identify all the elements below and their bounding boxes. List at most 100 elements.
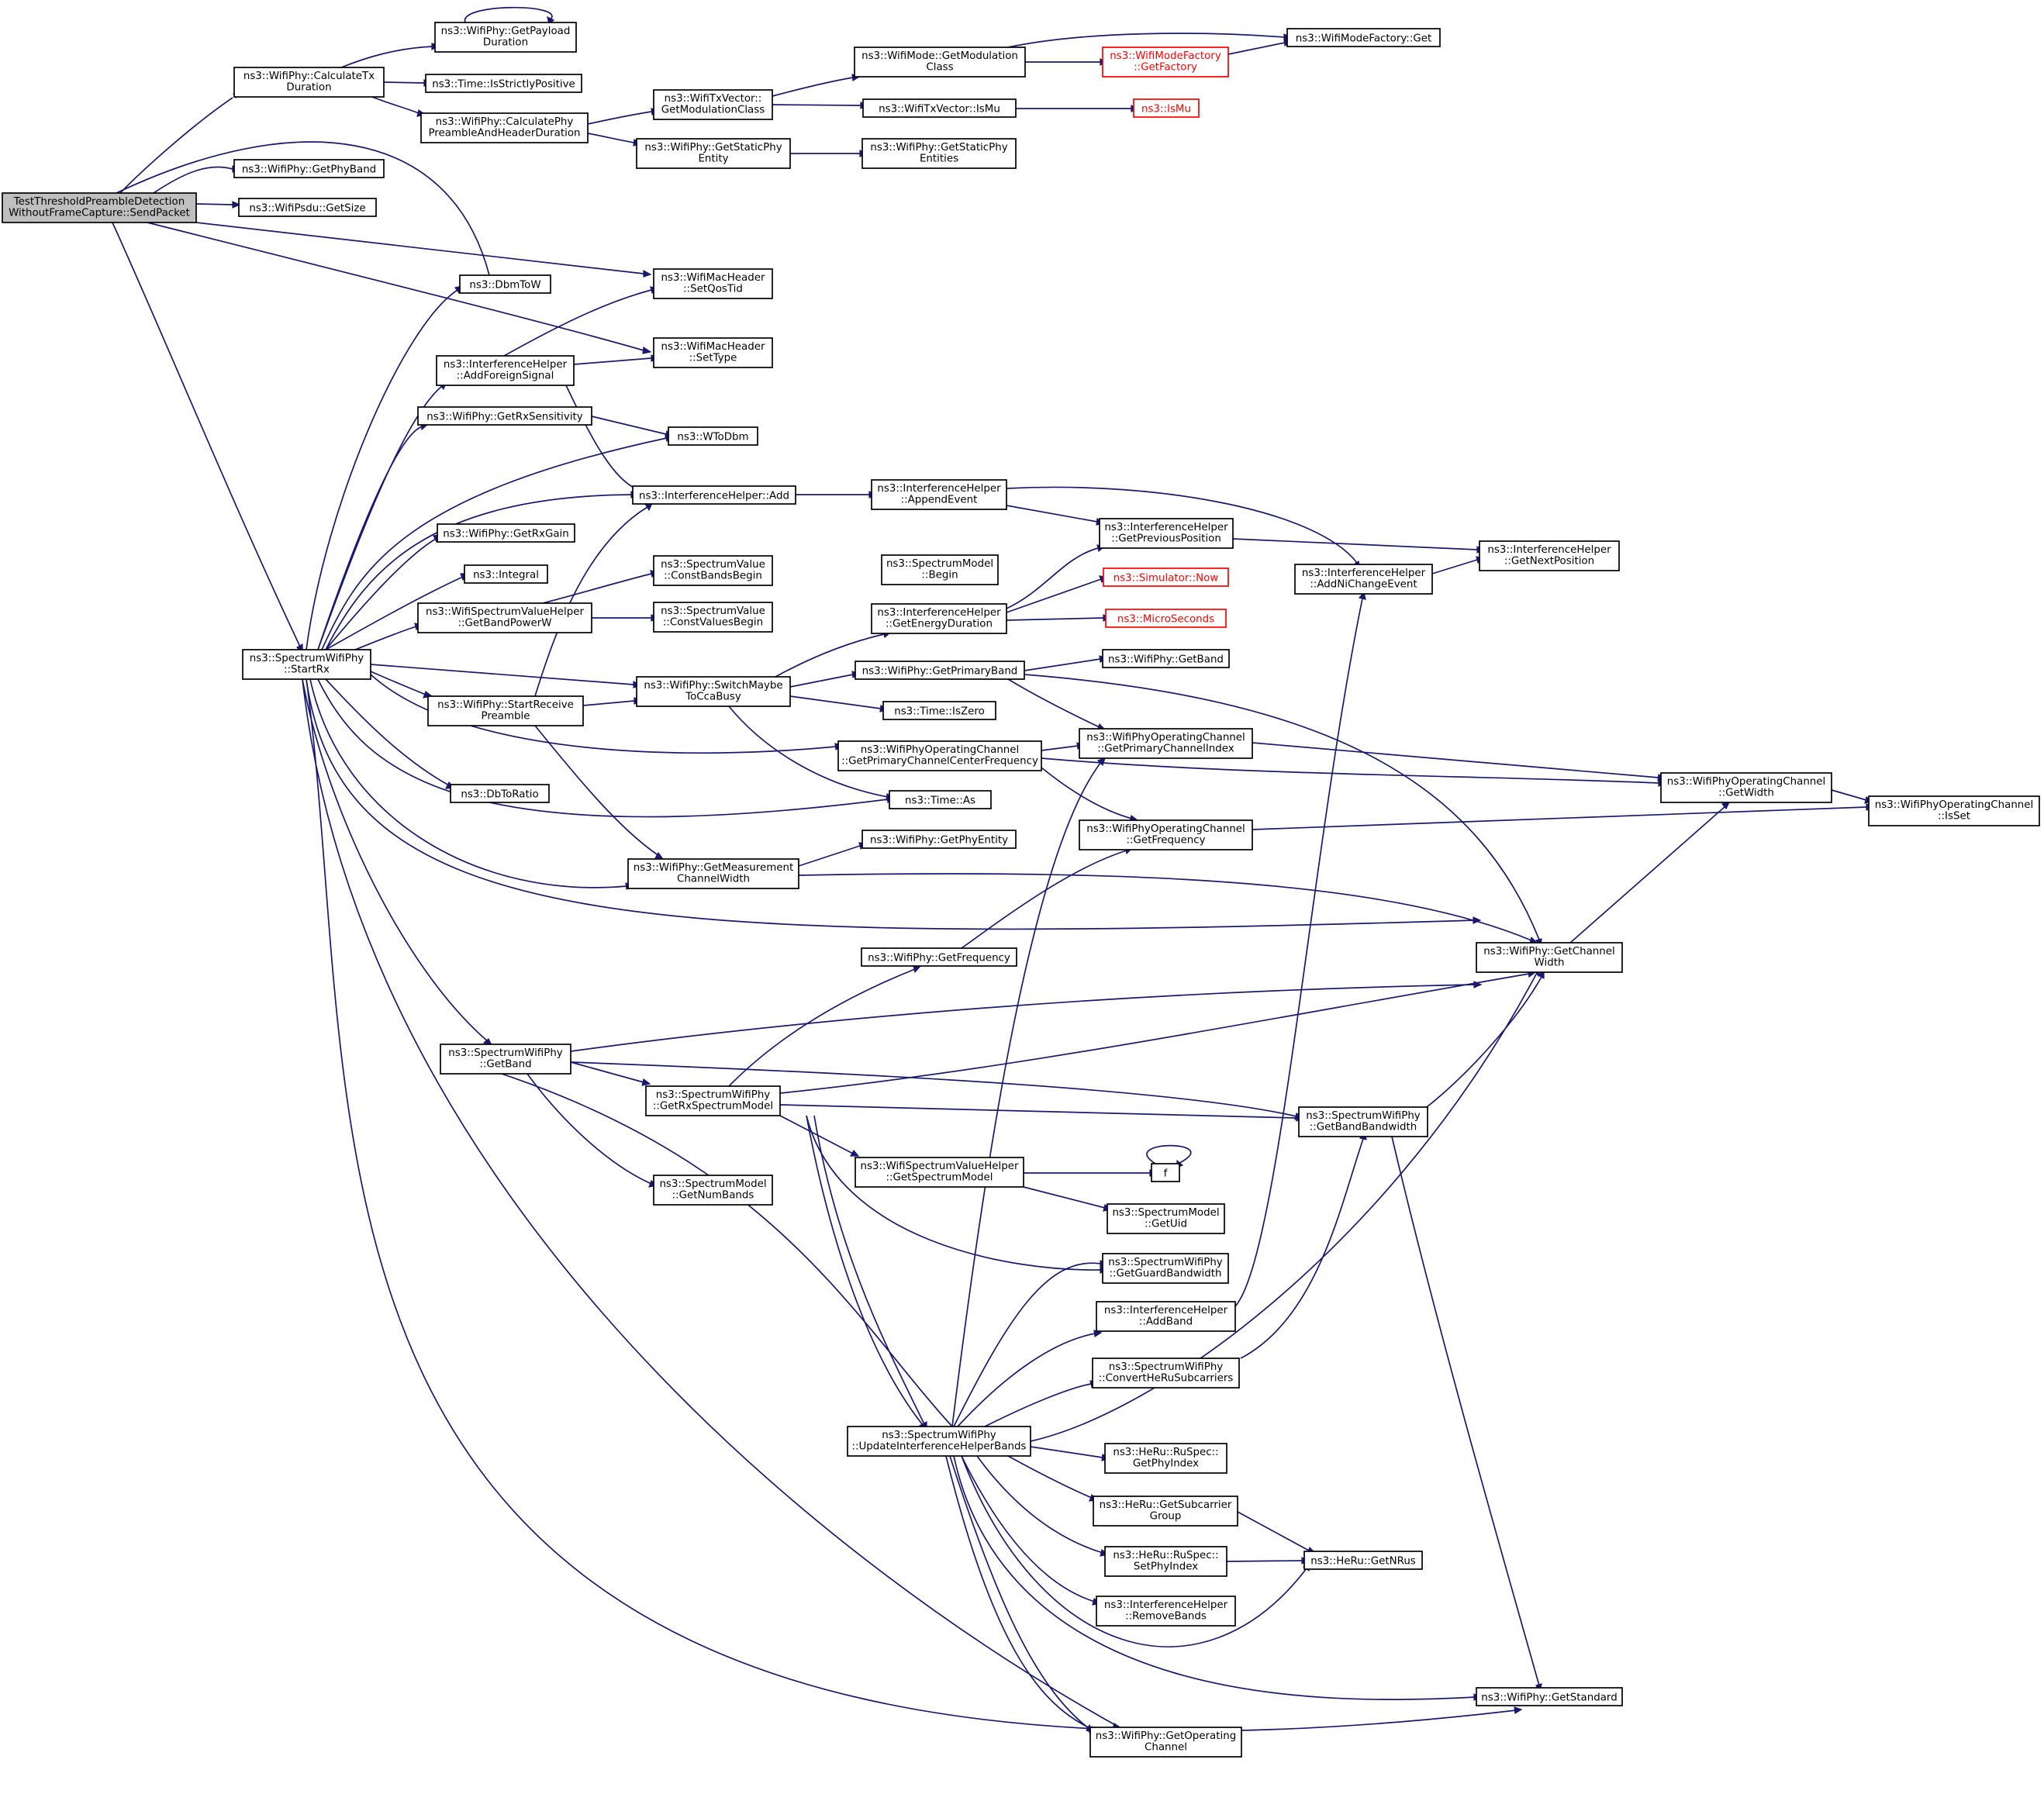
node-box[interactable] [653, 337, 773, 368]
node-box[interactable] [440, 1044, 571, 1075]
graph-node-setQos[interactable]: ns3::WifiMacHeader::SetQosTid [653, 268, 773, 299]
graph-node-modeFactoryGet[interactable]: ns3::WifiModeFactory::Get [1286, 28, 1441, 47]
graph-node-wpGetFreq[interactable]: ns3::WifiPhy::GetFrequency [861, 947, 1017, 967]
node-box[interactable] [1096, 1301, 1236, 1332]
graph-node-removeBands[interactable]: ns3::InterferenceHelper::RemoveBands [1096, 1596, 1236, 1627]
node-box[interactable] [871, 603, 1007, 634]
node-box[interactable] [636, 138, 791, 169]
graph-node-getStandard[interactable]: ns3::WifiPhy::GetStandard [1476, 1687, 1623, 1706]
graph-node-guardBw[interactable]: ns3::SpectrumWifiPhy::GetGuardBandwidth [1102, 1253, 1229, 1284]
graph-node-addForeign[interactable]: ns3::InterferenceHelper::AddForeignSigna… [436, 355, 575, 386]
graph-node-strictly[interactable]: ns3::Time::IsStrictlyPositive [425, 74, 582, 93]
graph-node-fNode[interactable]: f [1151, 1163, 1180, 1182]
graph-node-bandBw[interactable]: ns3::SpectrumWifiPhy::GetBandBandwidth [1298, 1106, 1428, 1137]
node-box[interactable] [855, 1157, 1024, 1188]
node-box[interactable] [1079, 728, 1253, 759]
node-box[interactable] [459, 274, 551, 294]
node-box[interactable] [2, 192, 197, 223]
graph-node-ruGetPhyIdx[interactable]: ns3::HeRu::RuSpec::GetPhyIndex [1104, 1443, 1227, 1474]
node-box[interactable] [668, 426, 758, 446]
node-box[interactable] [847, 1426, 1031, 1457]
node-box[interactable] [632, 485, 796, 505]
node-box[interactable] [653, 268, 773, 299]
node-box[interactable] [653, 89, 773, 120]
graph-node-isMuTx[interactable]: ns3::WifiTxVector::IsMu [862, 98, 1017, 118]
node-box[interactable] [417, 602, 592, 633]
graph-node-modeFactory[interactable]: ns3::WifiModeFactory::GetFactory [1102, 47, 1229, 78]
graph-node-updateBands[interactable]: ns3::SpectrumWifiPhy::UpdateInterference… [847, 1426, 1031, 1457]
graph-node-nextPos[interactable]: ns3::InterferenceHelper::GetNextPosition [1479, 540, 1620, 571]
node-box[interactable] [882, 701, 996, 720]
graph-node-addNiChange[interactable]: ns3::InterferenceHelper::AddNiChangeEven… [1294, 564, 1433, 595]
node-box[interactable] [437, 523, 575, 543]
node-box[interactable] [1476, 942, 1623, 973]
graph-node-psduSize[interactable]: ns3::WifiPsdu::GetSize [238, 198, 377, 217]
node-box[interactable] [1479, 540, 1620, 571]
node-box[interactable] [1286, 28, 1441, 47]
node-box[interactable] [862, 98, 1017, 118]
graph-node-specModel[interactable]: ns3::WifiSpectrumValueHelper::GetSpectru… [855, 1157, 1024, 1188]
node-box[interactable] [1093, 1496, 1238, 1527]
graph-node-sGetBand[interactable]: ns3::SpectrumWifiPhy::GetBand [440, 1044, 571, 1075]
graph-node-phyEntity[interactable]: ns3::WifiPhy::GetPhyEntity [861, 830, 1017, 849]
node-box[interactable] [1102, 1253, 1229, 1284]
node-box[interactable] [636, 676, 791, 707]
graph-node-preamble[interactable]: ns3::WifiPhy::CalculatePhyPreambleAndHea… [420, 112, 589, 143]
node-box[interactable] [1099, 518, 1234, 549]
node-box[interactable] [1868, 795, 2040, 826]
node-box[interactable] [861, 830, 1017, 849]
node-box[interactable] [434, 22, 577, 53]
node-box[interactable] [881, 554, 999, 585]
node-box[interactable] [1104, 1546, 1227, 1577]
graph-node-numBands[interactable]: ns3::SpectrumModel::GetNumBands [653, 1175, 773, 1206]
node-box[interactable] [1104, 1443, 1227, 1474]
node-box[interactable] [1476, 1687, 1623, 1706]
graph-node-setType[interactable]: ns3::WifiMacHeader::SetType [653, 337, 773, 368]
node-box[interactable] [1660, 772, 1832, 803]
node-box[interactable] [450, 784, 550, 803]
node-box[interactable] [861, 947, 1017, 967]
node-box[interactable] [233, 67, 385, 98]
node-box[interactable] [1103, 568, 1229, 587]
graph-node-wToDbm[interactable]: ns3::WToDbm [668, 426, 758, 446]
node-box[interactable] [871, 479, 1007, 510]
node-box[interactable] [837, 740, 1042, 771]
node-box[interactable] [889, 790, 992, 809]
node-box[interactable] [1102, 47, 1229, 78]
node-box[interactable] [242, 649, 371, 680]
node-box[interactable] [420, 112, 589, 143]
node-box[interactable] [427, 695, 584, 726]
graph-node-convertHeRu[interactable]: ns3::SpectrumWifiPhy::ConvertHeRuSubcarr… [1092, 1358, 1240, 1389]
graph-node-ihAdd[interactable]: ns3::InterferenceHelper::Add [632, 485, 796, 505]
graph-node-timeAs[interactable]: ns3::Time::As [889, 790, 992, 809]
graph-node-micro[interactable]: ns3::MicroSeconds [1105, 609, 1227, 628]
node-box[interactable] [1303, 1551, 1423, 1570]
node-box[interactable] [1102, 649, 1230, 668]
graph-node-modClassTx[interactable]: ns3::WifiTxVector::GetModulationClass [653, 89, 773, 120]
graph-node-addBand[interactable]: ns3::InterferenceHelper::AddBand [1096, 1301, 1236, 1332]
node-box[interactable] [1079, 819, 1253, 850]
node-box[interactable] [627, 858, 799, 889]
graph-node-root[interactable]: TestThresholdPreambleDetectionWithoutFra… [2, 192, 197, 223]
node-box[interactable] [436, 355, 575, 386]
graph-node-integral[interactable]: ns3::Integral [464, 564, 548, 584]
graph-node-ruSetPhyIdx[interactable]: ns3::HeRu::RuSpec::SetPhyIndex [1104, 1546, 1227, 1577]
graph-node-isSet[interactable]: ns3::WifiPhyOperatingChannel::IsSet [1868, 795, 2040, 826]
graph-node-getPhyBand[interactable]: ns3::WifiPhy::GetPhyBand [233, 159, 385, 178]
node-box[interactable] [464, 564, 548, 584]
graph-node-energyDur[interactable]: ns3::InterferenceHelper::GetEnergyDurati… [871, 603, 1007, 634]
graph-node-isMu[interactable]: ns3::IsMu [1133, 98, 1200, 118]
node-box[interactable] [1092, 1358, 1240, 1389]
graph-node-primaryBand[interactable]: ns3::WifiPhy::GetPrimaryBand [855, 661, 1025, 680]
node-box[interactable] [1096, 1596, 1236, 1627]
graph-node-rxGain[interactable]: ns3::WifiPhy::GetRxGain [437, 523, 575, 543]
graph-node-simNow[interactable]: ns3::Simulator::Now [1103, 568, 1229, 587]
